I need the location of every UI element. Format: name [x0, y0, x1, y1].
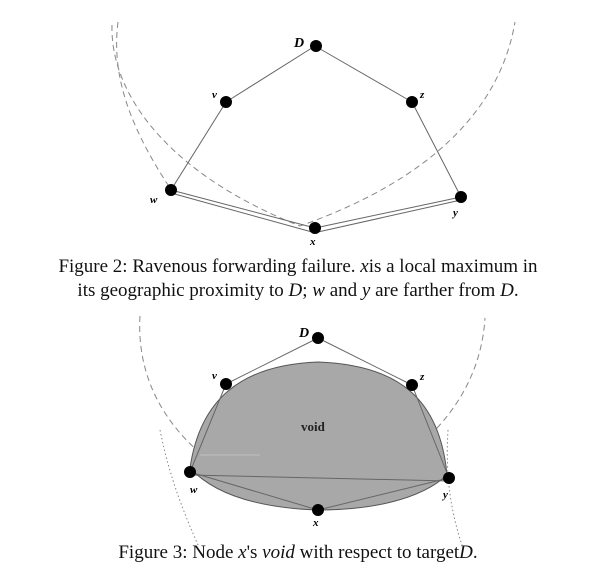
fig2-label-z: z [419, 89, 425, 101]
fig3-node-v [220, 378, 232, 390]
fig3-edge-D-z [317, 337, 413, 386]
fig2-node-x [309, 222, 321, 234]
fig2-label-D: D [293, 36, 304, 51]
figure-2-caption: Figure 2: Ravenous forwarding failure. x… [0, 255, 596, 303]
fig3-label-w: w [190, 484, 198, 496]
fig2-label-x: x [309, 236, 316, 248]
fig3-edge-v-w [189, 383, 227, 473]
figure-3-caption: Figure 3: Node x's void with respect to … [0, 541, 596, 565]
fig2-caption-x: x [360, 256, 369, 277]
fig2-caption-mid1: is a local maximum in [368, 256, 538, 277]
fig3-edge-w-x [189, 471, 319, 511]
fig2-node-z [406, 96, 418, 108]
fig2-edge-w-x [170, 189, 316, 229]
fig2-caption-prefix: Figure 2: Ravenous forwarding failure. [58, 256, 361, 277]
fig3-dotted-arc-left [159, 429, 199, 546]
fig3-label-x: x [312, 517, 319, 529]
fig3-caption-end: . [472, 542, 478, 563]
fig2-proximity-circle-arc [111, 21, 516, 227]
fig2-label-y: y [451, 207, 458, 219]
fig2-label-v: v [212, 89, 217, 101]
fig2-node-v [220, 96, 232, 108]
fig3-label-y: y [441, 489, 448, 501]
fig2-proximity-circle-arc-left [116, 21, 171, 189]
fig3-node-x [312, 504, 324, 516]
fig2-node-y [455, 191, 467, 203]
fig2-node-D [310, 40, 322, 52]
fig2-edge-D-v [225, 45, 316, 103]
fig3-edge-w-y [189, 474, 450, 482]
fig2-caption-w: w [312, 280, 325, 301]
fig3-node-z [406, 379, 418, 391]
fig3-dotted-arc-right [446, 429, 463, 546]
fig2-edge-D-z [314, 45, 413, 103]
fig2-caption-end: . [513, 280, 519, 301]
fig3-caption-tail: with respect to target [294, 542, 460, 563]
fig3-label-z: z [419, 371, 425, 383]
fig3-edge-x-y [317, 477, 450, 511]
fig2-edge-v-w [170, 101, 227, 191]
fig2-edge-w-x-2 [170, 192, 313, 233]
fig3-void-region [189, 361, 448, 511]
figure-2-caption-line-2: its geographic proximity to D; w and y a… [0, 279, 596, 303]
fig2-caption-D2: D [500, 280, 514, 301]
fig3-edge-z-y [411, 384, 450, 479]
fig2-node-w [165, 184, 177, 196]
fig3-label-D: D [298, 326, 309, 341]
fig3-void-label: void [301, 419, 326, 434]
fig3-caption-D: D [459, 542, 473, 563]
fig3-node-D [312, 332, 324, 344]
fig3-caption-prefix: Figure 3: Node [118, 542, 239, 563]
fig2-edge-x-y [314, 196, 462, 229]
fig3-proximity-circle-arc [139, 315, 486, 509]
fig2-label-w: w [150, 194, 158, 206]
fig3-caption-void: void [262, 542, 295, 563]
fig3-label-v: v [212, 370, 217, 382]
fig3-caption-mid: 's [246, 542, 263, 563]
fig2-caption-y: y [361, 280, 371, 301]
fig3-node-w [184, 466, 196, 478]
figure-2-caption-line-1: Figure 2: Ravenous forwarding failure. x… [0, 255, 596, 279]
fig2-edge-x-y-2 [317, 199, 462, 233]
fig2-caption-and: and [324, 280, 362, 301]
fig2-edge-z-y [411, 101, 462, 198]
fig2-caption-tail: are farther from [370, 280, 501, 301]
fig3-node-y [443, 472, 455, 484]
figure-2-diagram: D v z w y x [111, 21, 516, 248]
fig3-edge-D-v [225, 337, 319, 385]
fig2-caption-sep: ; [302, 280, 313, 301]
fig3-caption-x: x [238, 542, 247, 563]
fig2-caption-D: D [288, 280, 303, 301]
fig2-caption-mid2: its geographic proximity to [77, 280, 289, 301]
figure-3-diagram: D v z w y x void [139, 315, 486, 546]
